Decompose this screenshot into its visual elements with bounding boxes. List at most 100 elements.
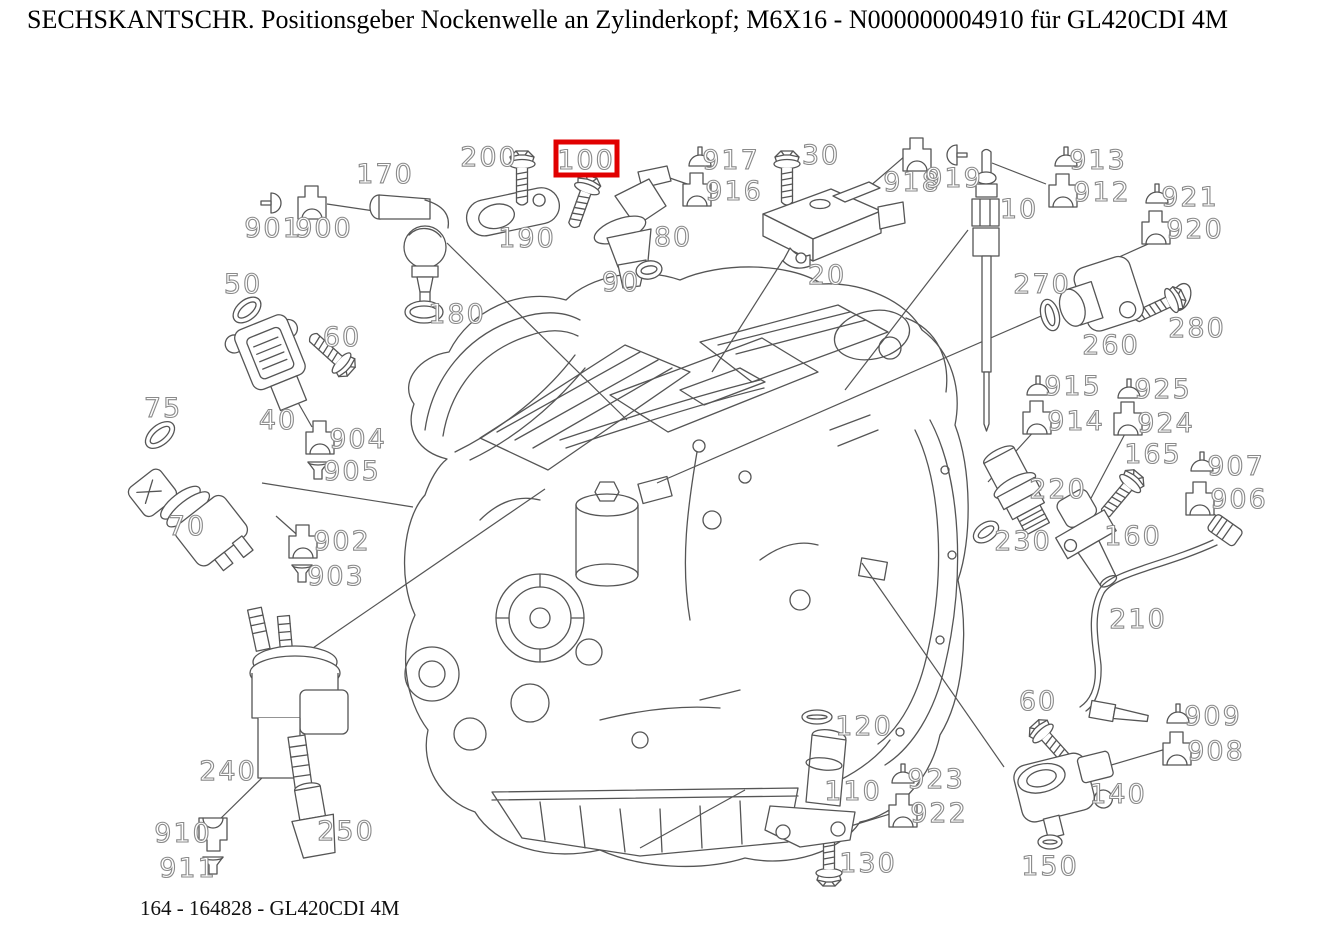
oring-icon (144, 421, 176, 449)
oring-icon (1037, 834, 1063, 850)
callout-923[interactable]: 923 (907, 763, 965, 795)
leader-line (844, 229, 969, 391)
part-drawing-70 (127, 468, 254, 572)
part-drawing-220 (983, 445, 1051, 536)
callout-901[interactable]: 901 (244, 212, 302, 244)
callout-910[interactable]: 910 (154, 817, 212, 849)
part-drawing-260 (1058, 255, 1145, 332)
callout-900[interactable]: 900 (295, 212, 353, 244)
part-drawing-240 (246, 606, 349, 796)
oring-icon (1039, 298, 1061, 332)
callout-20[interactable]: 20 (807, 259, 846, 291)
part-drawing-250 (291, 782, 336, 859)
callout-130[interactable]: 130 (839, 847, 897, 879)
leader-line (1088, 429, 1128, 503)
part-drawing-20 (762, 181, 906, 269)
leader-line (446, 242, 628, 421)
callout-220[interactable]: 220 (1029, 473, 1087, 505)
callout-907[interactable]: 907 (1207, 450, 1265, 482)
callout-210[interactable]: 210 (1109, 603, 1167, 635)
sheet-caption: 164 - 164828 - GL420CDI 4M (140, 896, 400, 920)
callout-30[interactable]: 30 (801, 139, 840, 171)
callout-925[interactable]: 925 (1134, 373, 1192, 405)
callout-40[interactable]: 40 (258, 404, 297, 436)
leader-line (639, 789, 746, 849)
oring-icon (232, 296, 262, 324)
leader-line (861, 562, 1005, 768)
callout-911[interactable]: 911 (159, 852, 217, 884)
leader-line (214, 771, 269, 825)
leader-line (309, 488, 546, 651)
callout-10[interactable]: 10 (999, 193, 1038, 225)
part-drawing-110 (764, 729, 856, 848)
leader-line (991, 162, 1047, 185)
oring-icon (635, 260, 663, 280)
callout-906[interactable]: 906 (1210, 483, 1268, 515)
part-drawing-280 (1128, 282, 1192, 331)
engine-illustration (403, 266, 969, 868)
callout-922[interactable]: 922 (910, 797, 968, 829)
part-drawing-210 (1079, 514, 1243, 723)
callout-180[interactable]: 180 (428, 298, 486, 330)
callout-165[interactable]: 165 (1124, 438, 1182, 470)
callout-50[interactable]: 50 (223, 268, 262, 300)
oring-icon (972, 520, 1000, 544)
leader-line (711, 259, 784, 373)
callout-902[interactable]: 902 (313, 525, 371, 557)
callout-100-highlighted[interactable]: 100 (557, 144, 615, 176)
callout-280[interactable]: 280 (1168, 312, 1226, 344)
callout-919[interactable]: 919 (925, 162, 983, 194)
callout-60[interactable]: 60 (1018, 685, 1057, 717)
callout-260[interactable]: 260 (1082, 329, 1140, 361)
highlight-box (553, 139, 620, 178)
callout-924[interactable]: 924 (1137, 407, 1195, 439)
rivet-side-icon (946, 144, 968, 166)
callout-921[interactable]: 921 (1161, 181, 1219, 213)
callout-120[interactable]: 120 (835, 710, 893, 742)
callout-270[interactable]: 270 (1013, 268, 1071, 300)
callout-140[interactable]: 140 (1089, 778, 1147, 810)
callout-170[interactable]: 170 (356, 158, 414, 190)
part-drawing-140 (1013, 750, 1114, 840)
part-drawing-170 (369, 194, 450, 303)
callout-200[interactable]: 200 (460, 141, 518, 173)
callout-913[interactable]: 913 (1069, 144, 1127, 176)
fastener-icons (144, 137, 1215, 875)
callout-903[interactable]: 903 (307, 560, 365, 592)
rivet-side-icon (260, 192, 282, 214)
callout-250[interactable]: 250 (317, 815, 375, 847)
callout-916[interactable]: 916 (705, 175, 763, 207)
callout-150[interactable]: 150 (1021, 850, 1079, 882)
callout-230[interactable]: 230 (994, 525, 1052, 557)
callout-904[interactable]: 904 (329, 423, 387, 455)
leader-line (261, 482, 414, 508)
callout-914[interactable]: 914 (1047, 405, 1105, 437)
callout-80[interactable]: 80 (653, 221, 692, 253)
part-drawing-40 (224, 314, 308, 412)
callout-90[interactable]: 90 (601, 266, 640, 298)
callout-912[interactable]: 912 (1073, 176, 1131, 208)
callout-920[interactable]: 920 (1166, 213, 1224, 245)
callout-908[interactable]: 908 (1187, 735, 1245, 767)
part-drawing-10 (971, 148, 1000, 432)
callout-917[interactable]: 917 (702, 144, 760, 176)
callout-60[interactable]: 60 (322, 321, 361, 353)
callout-915[interactable]: 915 (1044, 370, 1102, 402)
part-drawing-100 (593, 165, 672, 289)
callout-909[interactable]: 909 (1184, 700, 1242, 732)
callout-110[interactable]: 110 (824, 775, 882, 807)
callout-160[interactable]: 160 (1104, 520, 1162, 552)
callout-905[interactable]: 905 (323, 455, 381, 487)
callout-70[interactable]: 70 (167, 510, 206, 542)
part-drawings (127, 148, 1243, 887)
oring-icon (801, 709, 833, 725)
callout-190[interactable]: 190 (498, 222, 556, 254)
callout-75[interactable]: 75 (143, 392, 182, 424)
oring-icon (404, 300, 444, 324)
callout-918[interactable]: 918 (883, 166, 941, 198)
callout-240[interactable]: 240 (199, 755, 257, 787)
part-drawing-190 (465, 187, 560, 237)
